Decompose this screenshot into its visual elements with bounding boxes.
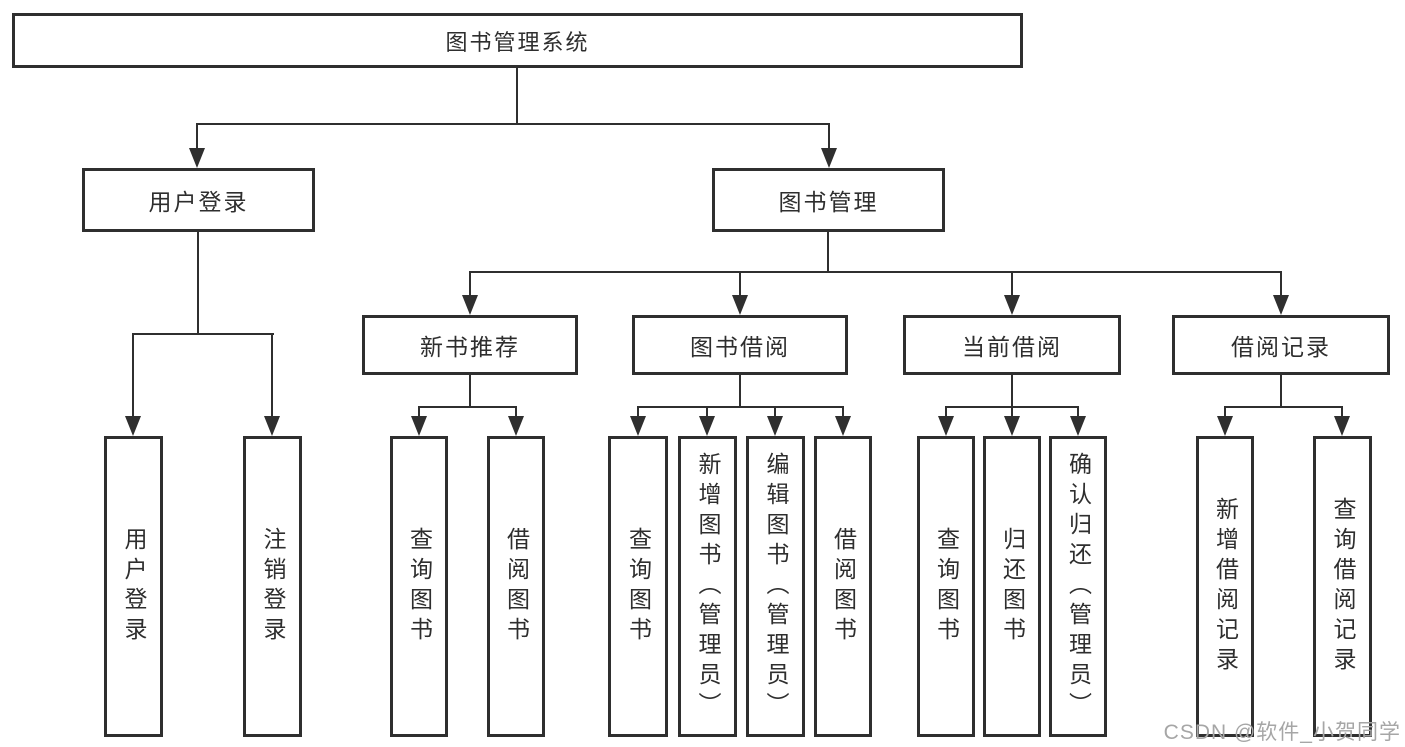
leaf-edit-books-admin: 编辑图书（管理员） bbox=[746, 436, 805, 737]
book-management-node-label: 图书管理 bbox=[778, 189, 879, 215]
connector-vline bbox=[739, 375, 741, 408]
connector-vline bbox=[739, 271, 741, 297]
connector-vline bbox=[945, 406, 947, 418]
connector-vline bbox=[1280, 375, 1282, 408]
arrowhead-down-icon bbox=[264, 416, 280, 436]
connector-vline bbox=[516, 68, 518, 125]
connector-vline bbox=[469, 271, 471, 297]
book-borrow-node: 图书借阅 bbox=[632, 315, 848, 375]
arrowhead-down-icon bbox=[508, 416, 524, 436]
connector-vline bbox=[132, 333, 134, 418]
leaf-borrow-books-recommend-label: 借阅图书 bbox=[503, 526, 530, 647]
current-borrow-label: 当前借阅 bbox=[962, 334, 1062, 360]
connector-hline bbox=[1224, 406, 1343, 408]
connector-vline bbox=[197, 232, 199, 335]
connector-vline bbox=[1011, 375, 1013, 408]
leaf-add-borrow-record-label: 新增借阅记录 bbox=[1212, 496, 1239, 677]
leaf-confirm-return-admin-label: 确认归还（管理员） bbox=[1065, 451, 1092, 722]
arrowhead-down-icon bbox=[767, 416, 783, 436]
connector-vline bbox=[1341, 406, 1343, 418]
leaf-logout-label: 注销登录 bbox=[260, 526, 286, 647]
arrowhead-down-icon bbox=[938, 416, 954, 436]
arrowhead-down-icon bbox=[835, 416, 851, 436]
connector-vline bbox=[1224, 406, 1226, 418]
root-node-library-system: 图书管理系统 bbox=[12, 13, 1023, 68]
arrowhead-down-icon bbox=[1334, 416, 1350, 436]
connector-vline bbox=[1077, 406, 1079, 418]
arrowhead-down-icon bbox=[1217, 416, 1233, 436]
connector-vline bbox=[842, 406, 844, 418]
leaf-return-books: 归还图书 bbox=[983, 436, 1041, 737]
leaf-logout: 注销登录 bbox=[243, 436, 302, 737]
connector-vline bbox=[637, 406, 639, 418]
current-borrow-node: 当前借阅 bbox=[903, 315, 1121, 375]
connector-vline bbox=[271, 333, 273, 418]
leaf-user-login-label: 用户登录 bbox=[121, 526, 147, 647]
connector-hline bbox=[637, 406, 844, 408]
book-management-node: 图书管理 bbox=[712, 168, 945, 232]
borrow-record-label: 借阅记录 bbox=[1231, 334, 1331, 360]
leaf-borrow-books-recommend: 借阅图书 bbox=[487, 436, 545, 737]
leaf-query-books-recommend: 查询图书 bbox=[390, 436, 448, 737]
arrowhead-down-icon bbox=[1004, 295, 1020, 315]
arrowhead-down-icon bbox=[189, 148, 205, 168]
leaf-user-login: 用户登录 bbox=[104, 436, 163, 737]
arrowhead-down-icon bbox=[732, 295, 748, 315]
arrowhead-down-icon bbox=[630, 416, 646, 436]
new-book-recommend-label: 新书推荐 bbox=[420, 334, 520, 360]
leaf-query-books-current-label: 查询图书 bbox=[933, 526, 960, 647]
leaf-return-books-label: 归还图书 bbox=[999, 526, 1026, 647]
connector-hline bbox=[196, 123, 830, 125]
leaf-query-books-borrow-label: 查询图书 bbox=[625, 526, 652, 647]
connector-vline bbox=[828, 123, 830, 150]
leaf-add-borrow-record: 新增借阅记录 bbox=[1196, 436, 1254, 737]
leaf-add-books-admin-label: 新增图书（管理员） bbox=[695, 451, 721, 722]
book-borrow-label: 图书借阅 bbox=[690, 334, 790, 360]
connector-hline bbox=[418, 406, 517, 408]
connector-vline bbox=[706, 406, 708, 418]
user-login-node-label: 用户登录 bbox=[148, 189, 249, 215]
leaf-borrow-books-borrow: 借阅图书 bbox=[814, 436, 872, 737]
user-login-node: 用户登录 bbox=[82, 168, 315, 232]
leaf-confirm-return-admin: 确认归还（管理员） bbox=[1049, 436, 1107, 737]
connector-vline bbox=[469, 375, 471, 408]
arrowhead-down-icon bbox=[699, 416, 715, 436]
arrowhead-down-icon bbox=[462, 295, 478, 315]
connector-vline bbox=[418, 406, 420, 418]
connector-hline bbox=[469, 271, 1282, 273]
arrowhead-down-icon bbox=[125, 416, 141, 436]
leaf-query-borrow-record: 查询借阅记录 bbox=[1313, 436, 1372, 737]
connector-vline bbox=[1011, 271, 1013, 297]
leaf-query-books-recommend-label: 查询图书 bbox=[406, 526, 433, 647]
leaf-add-books-admin: 新增图书（管理员） bbox=[678, 436, 737, 737]
arrowhead-down-icon bbox=[821, 148, 837, 168]
arrowhead-down-icon bbox=[1070, 416, 1086, 436]
leaf-edit-books-admin-label: 编辑图书（管理员） bbox=[763, 451, 789, 722]
arrowhead-down-icon bbox=[1004, 416, 1020, 436]
connector-vline bbox=[196, 123, 198, 150]
connector-hline bbox=[132, 333, 274, 335]
connector-vline bbox=[1280, 271, 1282, 297]
arrowhead-down-icon bbox=[1273, 295, 1289, 315]
connector-vline bbox=[1011, 406, 1013, 418]
leaf-query-books-current: 查询图书 bbox=[917, 436, 975, 737]
new-book-recommend-node: 新书推荐 bbox=[362, 315, 578, 375]
connector-vline bbox=[515, 406, 517, 418]
csdn-watermark: CSDN @软件_小贺同学 bbox=[1163, 721, 1401, 744]
connector-vline bbox=[774, 406, 776, 418]
leaf-query-borrow-record-label: 查询借阅记录 bbox=[1330, 496, 1356, 677]
root-node-label: 图书管理系统 bbox=[445, 29, 590, 55]
connector-vline bbox=[827, 232, 829, 273]
borrow-record-node: 借阅记录 bbox=[1172, 315, 1390, 375]
leaf-query-books-borrow: 查询图书 bbox=[608, 436, 668, 737]
leaf-borrow-books-borrow-label: 借阅图书 bbox=[830, 526, 857, 647]
arrowhead-down-icon bbox=[411, 416, 427, 436]
